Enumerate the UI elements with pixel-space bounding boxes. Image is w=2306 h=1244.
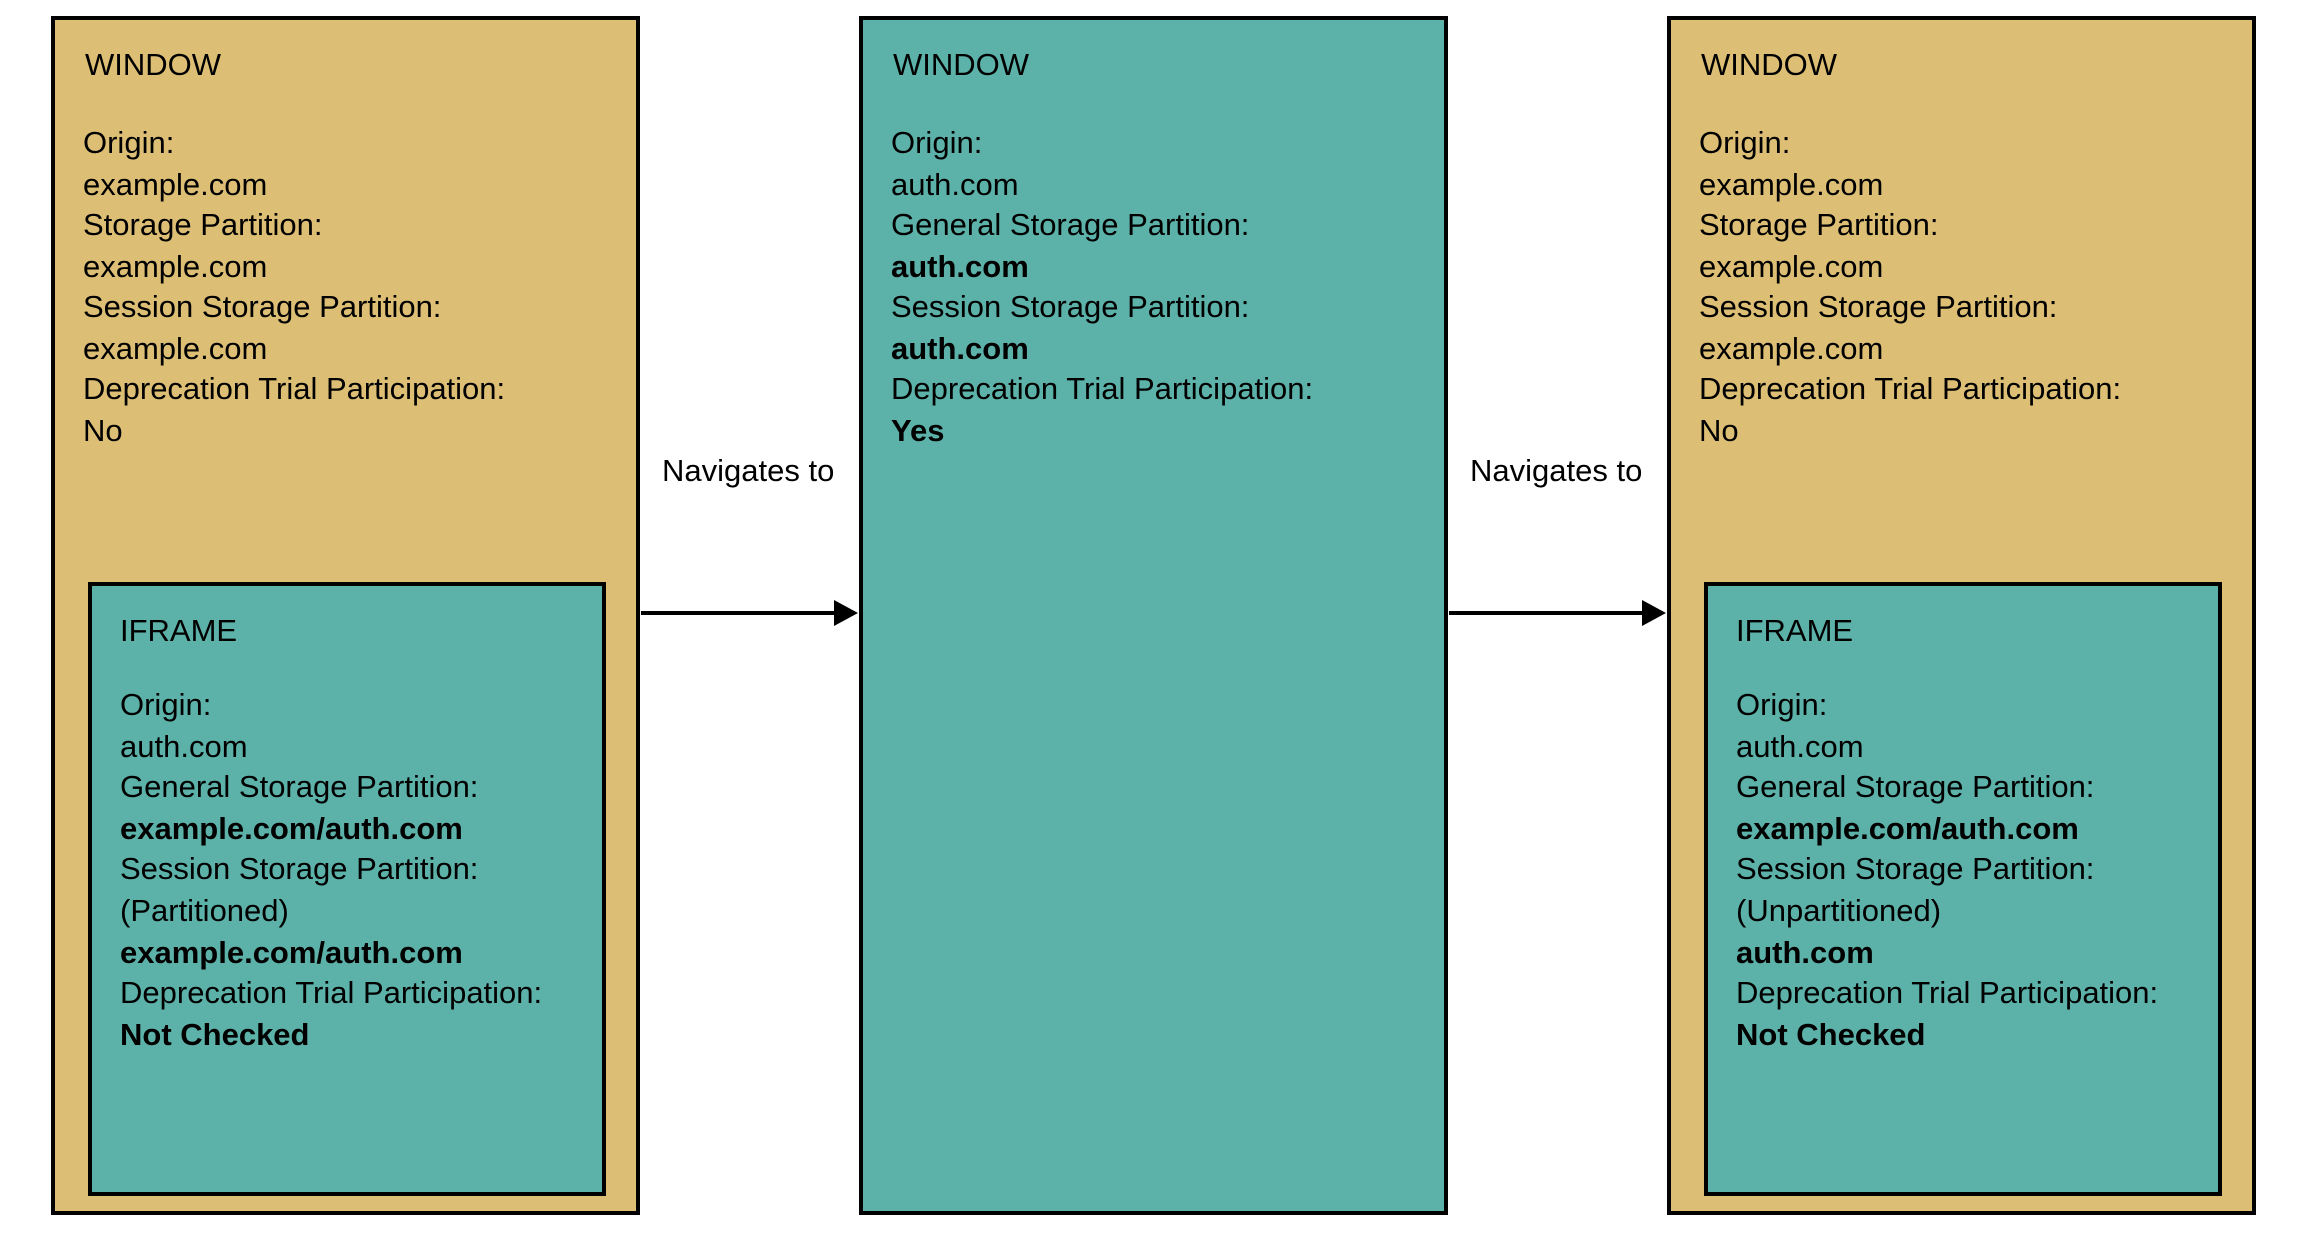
arrow-2-label: Navigates to: [1470, 450, 1643, 492]
panel-2-field-deprecation-trial: Deprecation Trial Participation: Yes: [891, 368, 1313, 452]
panel-1-heading: WINDOW: [85, 47, 222, 82]
panel-3-iframe-field-session-storage-partition-sub: (Unpartitioned): [1736, 893, 1942, 928]
panel-3-field-session-storage-partition: Session Storage Partition: example.com: [1699, 286, 2057, 370]
panel-1-iframe-field-general-storage-partition: General Storage Partition: example.com/a…: [120, 766, 478, 850]
arrow-2-head: [1642, 600, 1666, 626]
panel-1-iframe-field-origin: Origin: auth.com: [120, 684, 248, 768]
panel-3-field-deprecation-trial: Deprecation Trial Participation: No: [1699, 368, 2121, 452]
panel-3-iframe-field-deprecation-trial: Deprecation Trial Participation: Not Che…: [1736, 972, 2158, 1056]
panel-2-field-session-storage-partition-value: auth.com: [891, 331, 1029, 366]
panel-3-iframe-field-session-storage-partition: Session Storage Partition: (Unpartitione…: [1736, 848, 2094, 974]
arrow-1-line: [641, 611, 836, 615]
iframe-panel-1: IFRAME Origin: auth.com General Storage …: [88, 582, 606, 1196]
panel-1-field-session-storage-partition-value: example.com: [83, 331, 268, 366]
panel-2-field-deprecation-trial-value: Yes: [891, 413, 945, 448]
panel-3-field-deprecation-trial-value: No: [1699, 413, 1739, 448]
panel-1-field-session-storage-partition: Session Storage Partition: example.com: [83, 286, 441, 370]
panel-3-iframe-field-origin: Origin: auth.com: [1736, 684, 1864, 768]
panel-2-heading: WINDOW: [893, 47, 1030, 82]
panel-1-field-storage-partition: Storage Partition: example.com: [83, 204, 323, 288]
panel-3-iframe-field-deprecation-trial-label: Deprecation Trial Participation:: [1736, 975, 2159, 1010]
panel-2-field-deprecation-trial-label: Deprecation Trial Participation:: [891, 371, 1314, 406]
iframe-panel-3: IFRAME Origin: auth.com General Storage …: [1704, 582, 2222, 1196]
panel-3-iframe-field-general-storage-partition-value: example.com/auth.com: [1736, 811, 2079, 846]
panel-2-field-general-storage-partition: General Storage Partition: auth.com: [891, 204, 1249, 288]
panel-3-iframe-field-general-storage-partition-label: General Storage Partition:: [1736, 769, 2095, 804]
panel-1-iframe-field-session-storage-partition-value: example.com/auth.com: [120, 935, 463, 970]
panel-3-iframe-field-origin-value: auth.com: [1736, 729, 1864, 764]
panel-1-field-deprecation-trial: Deprecation Trial Participation: No: [83, 368, 505, 452]
panel-3-iframe-heading: IFRAME: [1736, 613, 1854, 648]
panel-2-field-origin-label: Origin:: [891, 125, 983, 160]
panel-1-iframe-field-general-storage-partition-label: General Storage Partition:: [120, 769, 479, 804]
panel-2-field-origin: Origin: auth.com: [891, 122, 1019, 206]
panel-2-field-session-storage-partition-label: Session Storage Partition:: [891, 289, 1250, 324]
panel-2-field-session-storage-partition: Session Storage Partition: auth.com: [891, 286, 1249, 370]
panel-1-iframe-heading: IFRAME: [120, 613, 238, 648]
panel-3-iframe-field-deprecation-trial-value: Not Checked: [1736, 1017, 1926, 1052]
panel-3-field-storage-partition-value: example.com: [1699, 249, 1884, 284]
panel-3-iframe-field-general-storage-partition: General Storage Partition: example.com/a…: [1736, 766, 2094, 850]
panel-1-iframe-field-deprecation-trial-label: Deprecation Trial Participation:: [120, 975, 543, 1010]
window-panel-2: WINDOW Origin: auth.com General Storage …: [859, 16, 1448, 1215]
panel-1-field-session-storage-partition-label: Session Storage Partition:: [83, 289, 442, 324]
panel-3-field-deprecation-trial-label: Deprecation Trial Participation:: [1699, 371, 2122, 406]
arrow-1-head: [834, 600, 858, 626]
panel-3-field-session-storage-partition-value: example.com: [1699, 331, 1884, 366]
panel-3-field-storage-partition-label: Storage Partition:: [1699, 207, 1939, 242]
panel-1-field-origin: Origin: example.com: [83, 122, 267, 206]
panel-1-field-deprecation-trial-label: Deprecation Trial Participation:: [83, 371, 506, 406]
panel-1-iframe-field-session-storage-partition: Session Storage Partition: (Partitioned)…: [120, 848, 478, 974]
panel-3-heading: WINDOW: [1701, 47, 1838, 82]
panel-1-field-storage-partition-value: example.com: [83, 249, 268, 284]
panel-3-field-session-storage-partition-label: Session Storage Partition:: [1699, 289, 2058, 324]
panel-3-field-origin-label: Origin:: [1699, 125, 1791, 160]
panel-2-field-general-storage-partition-label: General Storage Partition:: [891, 207, 1250, 242]
panel-2-field-origin-value: auth.com: [891, 167, 1019, 202]
panel-1-field-origin-label: Origin:: [83, 125, 175, 160]
panel-1-iframe-field-general-storage-partition-value: example.com/auth.com: [120, 811, 463, 846]
panel-1-iframe-field-deprecation-trial: Deprecation Trial Participation: Not Che…: [120, 972, 542, 1056]
panel-1-iframe-field-origin-label: Origin:: [120, 687, 212, 722]
panel-1-field-deprecation-trial-value: No: [83, 413, 123, 448]
panel-3-iframe-field-session-storage-partition-value: auth.com: [1736, 935, 1874, 970]
panel-3-field-origin: Origin: example.com: [1699, 122, 1883, 206]
panel-1-iframe-field-deprecation-trial-value: Not Checked: [120, 1017, 310, 1052]
panel-1-iframe-field-session-storage-partition-sub: (Partitioned): [120, 893, 289, 928]
panel-1-iframe-field-origin-value: auth.com: [120, 729, 248, 764]
panel-3-field-storage-partition: Storage Partition: example.com: [1699, 204, 1939, 288]
panel-2-field-general-storage-partition-value: auth.com: [891, 249, 1029, 284]
panel-3-iframe-field-session-storage-partition-label: Session Storage Partition:: [1736, 851, 2095, 886]
window-panel-3: WINDOW Origin: example.com Storage Parti…: [1667, 16, 2256, 1215]
arrow-2-line: [1449, 611, 1644, 615]
panel-1-field-storage-partition-label: Storage Partition:: [83, 207, 323, 242]
panel-1-field-origin-value: example.com: [83, 167, 268, 202]
window-panel-1: WINDOW Origin: example.com Storage Parti…: [51, 16, 640, 1215]
arrow-1-label: Navigates to: [662, 450, 835, 492]
panel-3-field-origin-value: example.com: [1699, 167, 1884, 202]
panel-3-iframe-field-origin-label: Origin:: [1736, 687, 1828, 722]
panel-1-iframe-field-session-storage-partition-label: Session Storage Partition:: [120, 851, 479, 886]
